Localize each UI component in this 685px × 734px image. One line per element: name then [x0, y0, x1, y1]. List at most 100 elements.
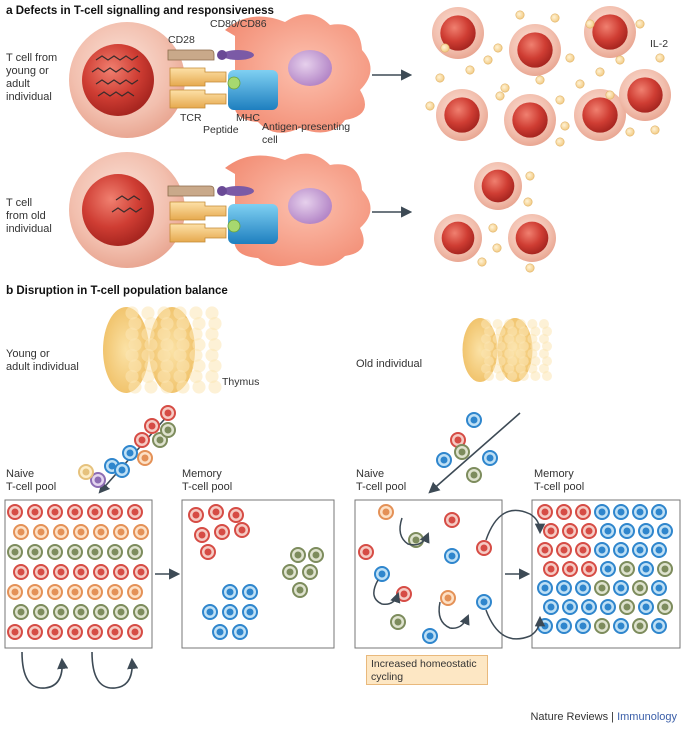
cycling-arrow-young-2: [91, 651, 139, 689]
tcell: [87, 624, 103, 640]
tcell: [67, 504, 83, 520]
il2-molecule: [492, 243, 502, 253]
thymus-young: [103, 306, 222, 394]
il2-molecule: [595, 67, 605, 77]
activated-tcell: [509, 24, 561, 76]
row1-label-line: adult: [6, 78, 30, 90]
cd28-label: CD28: [168, 34, 195, 46]
tcell: [581, 523, 597, 539]
tcell: [556, 618, 572, 634]
il2-molecule: [488, 223, 498, 233]
tcell: [444, 512, 460, 528]
cd28-receptor-old: [167, 185, 215, 197]
tcell: [613, 580, 629, 596]
tcell: [87, 544, 103, 560]
tcell: [93, 564, 109, 580]
memory-pool-young-label: Memory T-cell pool: [182, 468, 232, 494]
il2-molecule: [605, 90, 615, 100]
mhc-label: MHC: [236, 112, 260, 124]
tcell: [651, 580, 667, 596]
row1-label: T cell from young or adult individual: [6, 52, 57, 104]
il2-molecule: [483, 55, 493, 65]
il2-molecule: [477, 257, 487, 267]
tcell: [436, 452, 452, 468]
tcell: [134, 432, 150, 448]
tcell: [422, 628, 438, 644]
tcell: [232, 624, 248, 640]
tcell: [27, 584, 43, 600]
panel-b-title: Disruption in T-cell population balance: [16, 285, 228, 297]
tcell: [390, 614, 406, 630]
tcell: [7, 504, 23, 520]
tcell: [482, 450, 498, 466]
tcell: [33, 564, 49, 580]
tcell: [638, 599, 654, 615]
tcell: [575, 542, 591, 558]
il2-molecule: [493, 43, 503, 53]
tcell: [107, 504, 123, 520]
tcell: [619, 599, 635, 615]
cd28-receptor: [167, 49, 215, 61]
thymus-old: [462, 318, 552, 382]
cycling-arrow-old-1: [399, 517, 430, 546]
tcell: [93, 604, 109, 620]
publisher-name: Nature Reviews: [530, 711, 609, 723]
tcell: [657, 599, 673, 615]
footer-separator: |: [608, 711, 618, 723]
cycling-arrow-old-3: [438, 601, 470, 629]
apc-label-line: cell: [262, 134, 278, 146]
tcell: [575, 580, 591, 596]
tcell: [144, 418, 160, 434]
tcell: [73, 604, 89, 620]
tcell: [107, 584, 123, 600]
il2-molecule: [425, 101, 435, 111]
il2-molecule: [495, 91, 505, 101]
young-label-line: adult individual: [6, 361, 79, 373]
tcell: [133, 524, 149, 540]
tcell: [594, 542, 610, 558]
memory-pool-old-label: Memory T-cell pool: [534, 468, 584, 494]
il2-molecule: [435, 73, 445, 83]
tcell: [562, 523, 578, 539]
activated-tcell: [508, 214, 556, 262]
row1-label-line: individual: [6, 91, 52, 103]
tcell: [537, 580, 553, 596]
panel-b-letter: b: [6, 283, 14, 297]
cycling-line: Increased homeostatic: [371, 658, 477, 670]
il2-molecule: [515, 10, 525, 20]
activated-tcell: [432, 7, 484, 59]
tcell: [27, 624, 43, 640]
cd80-ligand: [217, 50, 254, 60]
naive-pool-young-label: Naive T-cell pool: [6, 468, 56, 494]
tcell: [137, 450, 153, 466]
il2-molecule: [615, 55, 625, 65]
tcell: [47, 544, 63, 560]
il2-molecule: [560, 121, 570, 131]
tcell: [127, 624, 143, 640]
il2-molecule: [465, 65, 475, 75]
tcell: [47, 504, 63, 520]
il2-molecule: [565, 53, 575, 63]
tcell: [194, 527, 210, 543]
tcell: [160, 422, 176, 438]
tcell: [651, 504, 667, 520]
homeostatic-cycling-box: Increased homeostatic cycling: [366, 655, 488, 685]
activated-tcell: [434, 214, 482, 262]
peptide-label: Peptide: [203, 124, 239, 136]
old-individual-label: Old individual: [356, 358, 423, 370]
activated-tcell: [584, 6, 636, 58]
tcell: [127, 504, 143, 520]
cycling-arrow-young-1: [21, 651, 69, 689]
tcell: [466, 412, 482, 428]
mhc-complex-old: [227, 204, 278, 244]
il2-label: IL-2: [650, 38, 669, 50]
activated-tcell: [574, 89, 626, 141]
tcr-receptor-old: [169, 201, 227, 243]
tcell: [242, 604, 258, 620]
il2-molecule: [550, 13, 560, 23]
tcell: [651, 542, 667, 558]
tcell: [47, 584, 63, 600]
tcell: [440, 590, 456, 606]
tcell: [114, 462, 130, 478]
row2-label: T cell from old individual: [6, 197, 52, 236]
